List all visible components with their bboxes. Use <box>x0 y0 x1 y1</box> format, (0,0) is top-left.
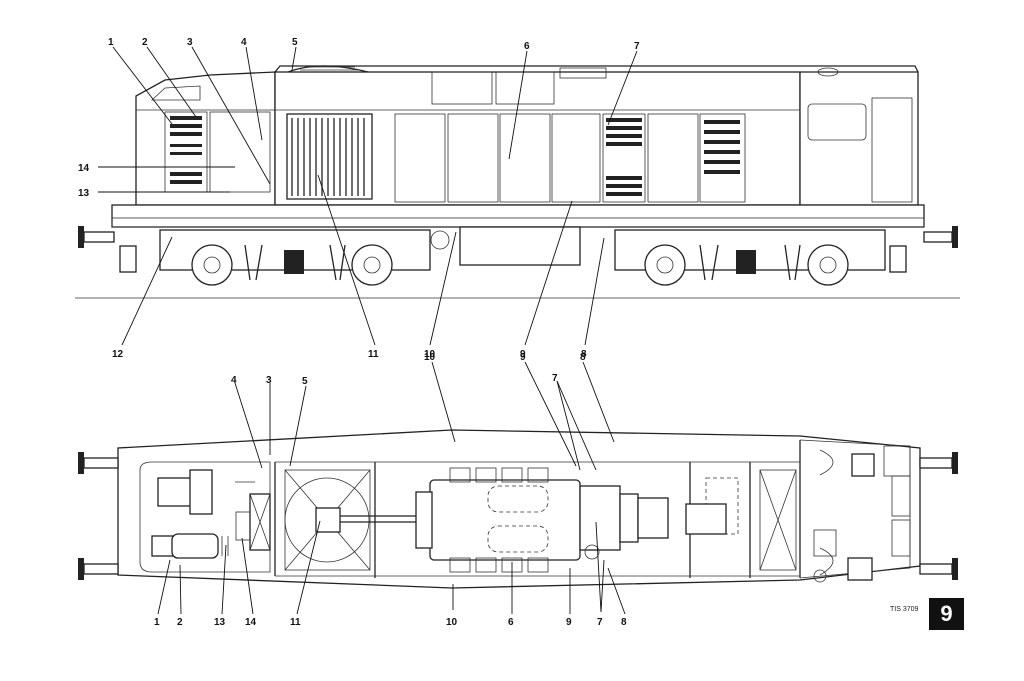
callout-2-plan: 2 <box>177 617 183 628</box>
callout-12-side: 12 <box>112 349 124 360</box>
drawing-reference: TIS 3709 <box>890 606 919 613</box>
callout-9-plan-top: 9 <box>520 352 526 363</box>
callout-3-side: 3 <box>187 37 193 48</box>
callout-5-plan: 5 <box>302 376 308 387</box>
callout-8-plan-bottom: 8 <box>621 617 627 628</box>
callout-1-plan: 1 <box>154 617 160 628</box>
callout-14-side: 14 <box>78 163 90 174</box>
bogie-left <box>159 229 431 286</box>
callout-5-side: 5 <box>292 37 298 48</box>
callout-6-plan: 6 <box>508 617 514 628</box>
plan-view-callouts: 4 3 5 10 9 7 8 1 2 13 14 11 10 6 9 7 8 <box>154 352 627 628</box>
side-view <box>75 65 960 299</box>
plan-view <box>78 429 958 589</box>
callout-13-plan: 13 <box>214 617 226 628</box>
leader-lines <box>98 46 638 615</box>
callout-4-side: 4 <box>241 37 247 48</box>
callout-11-side: 11 <box>368 349 379 360</box>
callout-10-plan-bottom: 10 <box>446 617 458 628</box>
callout-11-plan: 11 <box>290 617 301 628</box>
callout-7-plan-top: 7 <box>552 373 558 384</box>
callout-4-plan: 4 <box>231 375 237 386</box>
radiator-grille <box>291 118 365 196</box>
side-view-callouts: 1 2 3 4 5 6 7 14 13 12 11 10 9 8 <box>78 37 640 360</box>
callout-8-plan-top: 8 <box>580 352 586 363</box>
figure-number-badge: 9 <box>929 598 964 630</box>
callout-8-side: 8 <box>581 349 587 360</box>
callout-9-side: 9 <box>520 349 526 360</box>
callout-9-plan-bottom: 9 <box>566 617 572 628</box>
callout-6-side: 6 <box>524 41 530 52</box>
callout-7-side: 7 <box>634 41 640 52</box>
left-grille <box>170 116 202 184</box>
callout-14-plan: 14 <box>245 617 257 628</box>
callout-10-plan-top: 10 <box>424 352 436 363</box>
callout-2-side: 2 <box>142 37 148 48</box>
callout-1-side: 1 <box>108 37 114 48</box>
right-grilles <box>606 118 740 196</box>
bogie-right <box>614 229 886 286</box>
callout-10-side: 10 <box>424 349 436 360</box>
callout-7-plan-bottom: 7 <box>597 617 603 628</box>
callout-3-plan: 3 <box>266 375 272 386</box>
callout-13-side: 13 <box>78 188 90 199</box>
